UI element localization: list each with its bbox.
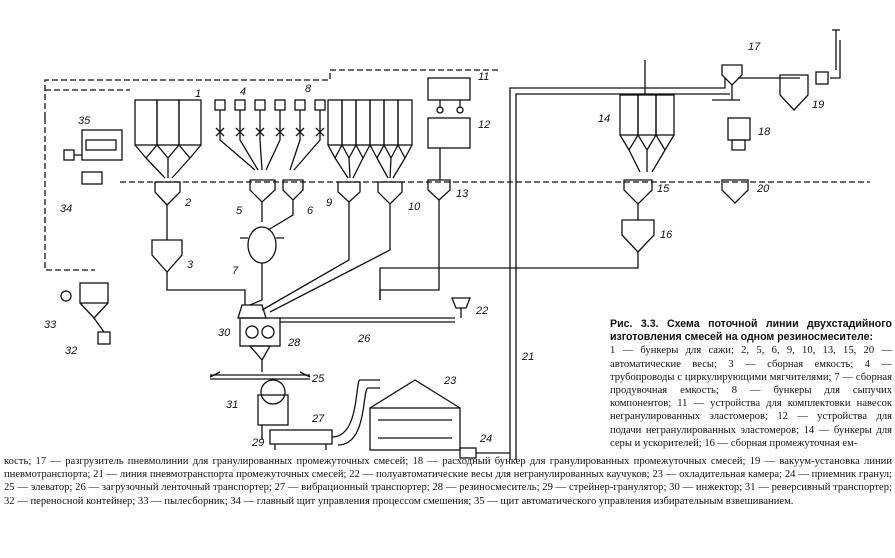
label-12: 12 bbox=[478, 119, 490, 131]
label-21: 21 bbox=[521, 351, 534, 363]
weigher-6 bbox=[282, 179, 304, 201]
label-34: 34 bbox=[60, 203, 72, 215]
elevator-25 bbox=[331, 379, 380, 446]
unloader-17 bbox=[721, 64, 743, 86]
label-13: 13 bbox=[456, 188, 469, 200]
label-27: 27 bbox=[311, 413, 325, 425]
label-19: 19 bbox=[812, 99, 824, 111]
bunker-18 bbox=[727, 117, 751, 141]
reverse-conveyor-31 bbox=[210, 374, 310, 380]
label-18: 18 bbox=[758, 126, 771, 138]
label-31: 31 bbox=[226, 399, 238, 411]
pneumatic-line-21 bbox=[509, 78, 726, 460]
label-16: 16 bbox=[660, 229, 673, 241]
cooling-chamber-23 bbox=[369, 407, 461, 451]
bulk-bunkers-8 bbox=[327, 99, 413, 179]
label-8: 8 bbox=[305, 83, 312, 95]
left-frame-line bbox=[44, 69, 500, 118]
injector-30 bbox=[237, 304, 267, 319]
label-6: 6 bbox=[307, 205, 314, 217]
elastomer-feeder-12 bbox=[427, 117, 471, 149]
label-7: 7 bbox=[232, 265, 239, 277]
label-20: 20 bbox=[756, 183, 770, 195]
conveyor-26 bbox=[280, 317, 455, 323]
weigher-9 bbox=[337, 181, 361, 203]
label-15: 15 bbox=[657, 183, 670, 195]
left-dashed-down bbox=[44, 118, 95, 271]
vacuum-unit-19 bbox=[779, 74, 809, 111]
weigher-20 bbox=[721, 179, 749, 204]
label-29: 29 bbox=[251, 437, 264, 449]
sulfur-bunkers-14 bbox=[619, 60, 675, 173]
line-19-top bbox=[830, 40, 841, 79]
label-25: 25 bbox=[311, 373, 325, 385]
container-32 bbox=[97, 331, 111, 345]
label-23: 23 bbox=[443, 375, 457, 387]
weigher-5 bbox=[249, 179, 276, 203]
label-9: 9 bbox=[326, 197, 332, 209]
weigher-2 bbox=[154, 181, 181, 206]
caption-legend-right: 1 — бункеры для сажи; 2, 5, 6, 9, 10, 13… bbox=[610, 345, 892, 449]
vibro-conveyor-27 bbox=[269, 429, 333, 445]
label-1: 1 bbox=[195, 88, 201, 100]
caption-legend-bottom: кость; 17 — разгрузитель пневмолинии для… bbox=[4, 456, 892, 507]
label-22: 22 bbox=[475, 305, 488, 317]
label-32: 32 bbox=[65, 345, 77, 357]
label-2: 2 bbox=[184, 197, 191, 209]
label-5: 5 bbox=[236, 205, 243, 217]
caption-title: Рис. 3.3. Схема поточной линии двухстади… bbox=[610, 318, 892, 344]
small-box-left bbox=[63, 149, 75, 161]
label-10: 10 bbox=[408, 201, 421, 213]
strainer-29 bbox=[257, 394, 289, 426]
label-4: 4 bbox=[240, 86, 246, 98]
label-11: 11 bbox=[478, 71, 489, 83]
label-3: 3 bbox=[187, 259, 194, 271]
label-28: 28 bbox=[287, 337, 301, 349]
label-17: 17 bbox=[748, 41, 761, 53]
figure-caption: Рис. 3.3. Схема поточной линии двухстади… bbox=[610, 318, 892, 450]
pneumatic-line-21b bbox=[515, 93, 730, 460]
soot-bunkers-1 bbox=[134, 99, 202, 179]
label-24: 24 bbox=[479, 433, 492, 445]
label-26: 26 bbox=[357, 333, 371, 345]
label-30: 30 bbox=[218, 327, 231, 339]
control-panel-35 bbox=[81, 129, 123, 161]
collector-3 bbox=[151, 239, 183, 273]
label-35: 35 bbox=[78, 115, 91, 127]
elastomer-kitting-11 bbox=[427, 77, 471, 101]
softener-pipes-4 bbox=[214, 99, 326, 171]
main-panel-34 bbox=[81, 171, 103, 185]
collector-16 bbox=[621, 219, 655, 253]
dust-collector-33 bbox=[79, 282, 109, 304]
label-33: 33 bbox=[44, 319, 57, 331]
blow-vessel-7 bbox=[247, 226, 277, 264]
weigher-10 bbox=[377, 181, 403, 205]
scale-22 bbox=[451, 297, 471, 309]
weigher-13 bbox=[427, 179, 451, 201]
weigher-15 bbox=[623, 179, 653, 205]
label-14: 14 bbox=[598, 113, 610, 125]
